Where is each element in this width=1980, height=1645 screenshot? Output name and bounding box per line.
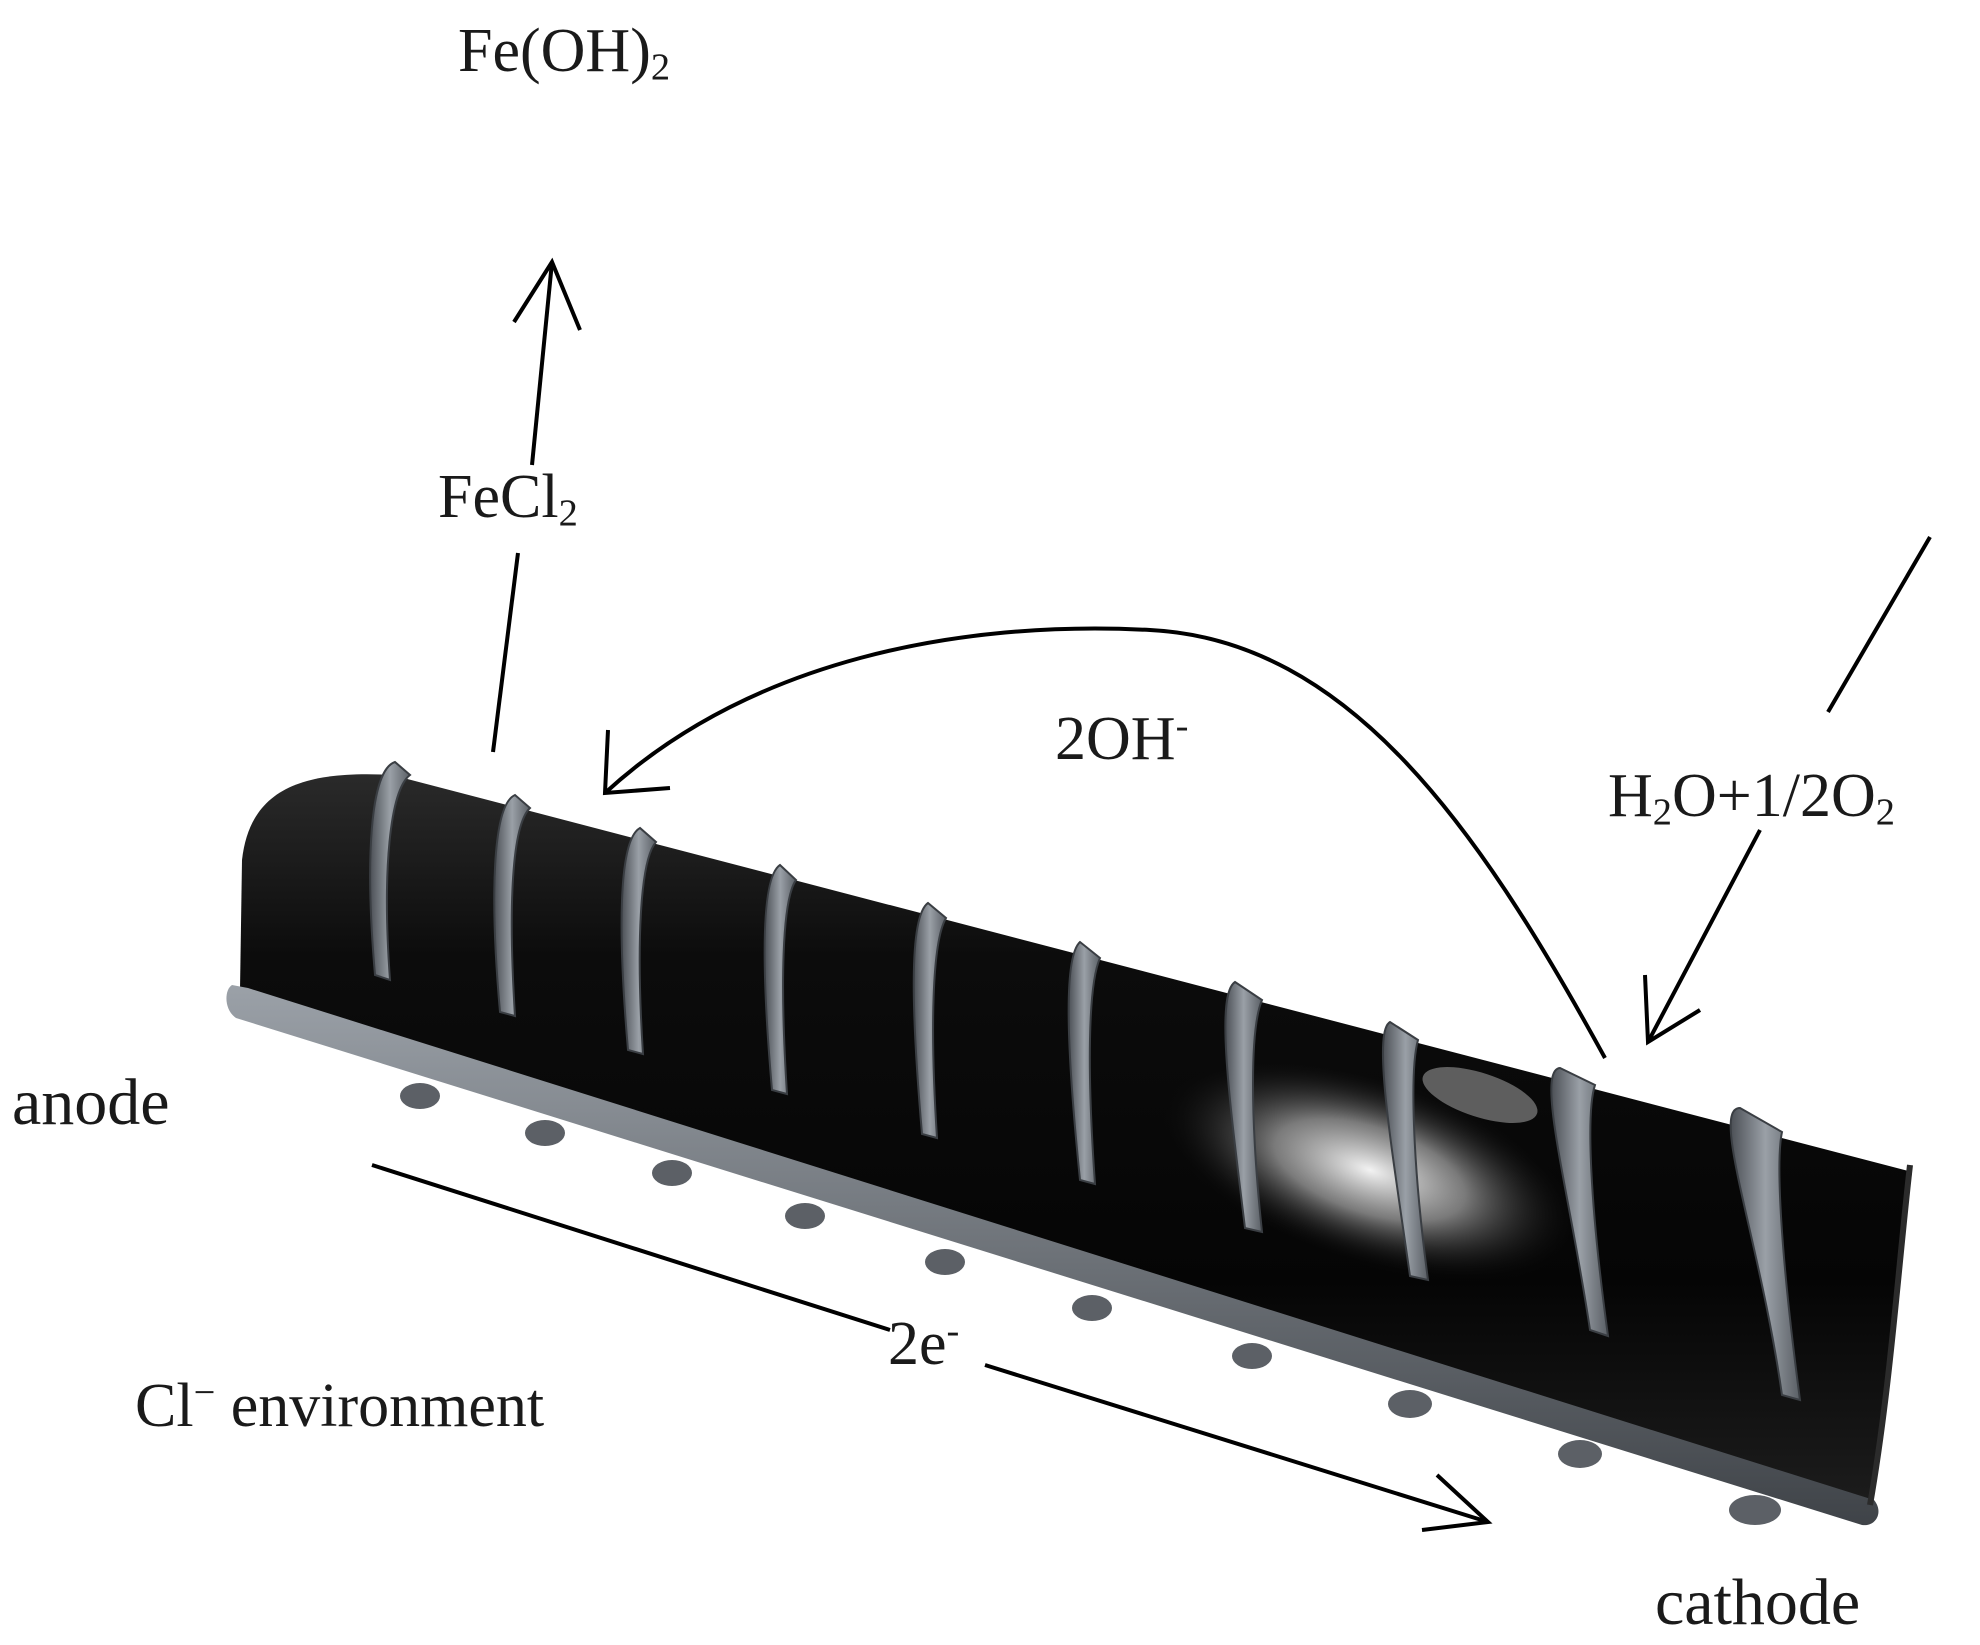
label-water-oxygen: H2O+1/2O2 xyxy=(1608,762,1895,834)
label-cathode: cathode xyxy=(1655,1566,1861,1639)
rebar xyxy=(226,760,1913,1526)
label-fecl2: FeCl2 xyxy=(438,463,578,535)
arrow-water-oxygen xyxy=(1643,535,1932,1046)
rebar-underside-bumps xyxy=(400,1083,1781,1525)
arrowhead-left xyxy=(602,729,671,796)
rebar-highlight xyxy=(1158,1056,1582,1284)
rebar-longitudinal-rib xyxy=(226,985,1879,1526)
label-feoh2: Fe(OH)2 xyxy=(458,17,671,89)
label-chloride-environment: Cl− environment xyxy=(135,1371,545,1440)
arrow-anode-to-feoh2 xyxy=(491,257,582,753)
label-anode: anode xyxy=(12,1066,170,1139)
arrowhead-up xyxy=(512,257,582,331)
rebar-end-cap xyxy=(1867,1164,1913,1506)
arrowhead-down-left xyxy=(1643,974,1702,1046)
rebar-transverse-ribs xyxy=(369,760,1802,1402)
label-electrons: 2e- xyxy=(888,1309,960,1378)
arrow-electron-flow xyxy=(371,1163,1493,1532)
arrowhead-right xyxy=(1421,1473,1493,1532)
arrow-hydroxide-migration xyxy=(602,626,1607,1059)
label-hydroxide: 2OH- xyxy=(1055,704,1189,773)
